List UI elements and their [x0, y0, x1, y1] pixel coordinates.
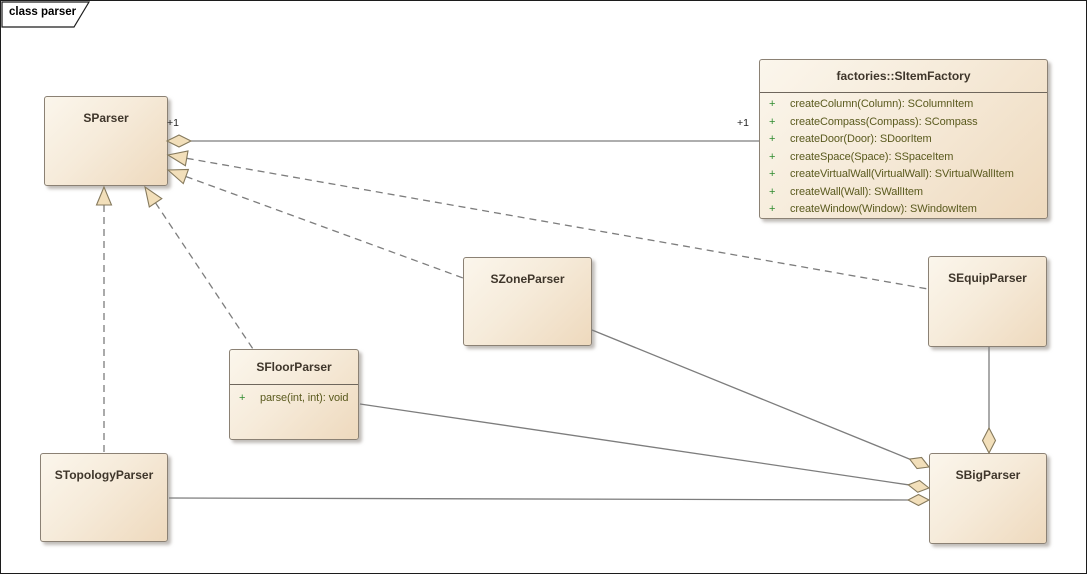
- class-title-sitemfactory: factories::SItemFactory: [836, 69, 971, 83]
- method-row[interactable]: + createCompass(Compass): SCompass: [760, 114, 1047, 132]
- method-row[interactable]: + createColumn(Column): SColumnItem: [760, 96, 1047, 114]
- multiplicity-label-target: +1: [737, 117, 749, 129]
- connector-aggregation-sbigparser-stopologyparser[interactable]: [168, 493, 931, 507]
- method-signature: createDoor(Door): SDoorItem: [790, 133, 932, 145]
- class-box-szoneparser[interactable]: SZoneParser: [463, 257, 592, 346]
- method-visibility: +: [769, 133, 776, 145]
- realization-triangle: [95, 185, 113, 206]
- realization-triangle: [144, 185, 163, 208]
- method-visibility: +: [769, 150, 776, 163]
- multiplicity-label-source: +1: [167, 117, 179, 129]
- aggregation-diamond: [908, 456, 931, 470]
- method-compartment: + createColumn(Column): SColumnItem + cr…: [760, 92, 1047, 219]
- connector-aggregation-sbigparser-sequipparser[interactable]: [981, 347, 997, 455]
- method-signature: createVirtualWall(VirtualWall): SVirtual…: [790, 168, 1014, 180]
- class-box-stopologyparser[interactable]: STopologyParser: [40, 453, 168, 542]
- aggregation-diamond: [981, 426, 997, 455]
- realization-triangle: [166, 168, 190, 185]
- diagram-tab-label: class parser: [9, 6, 77, 18]
- aggregation-diamond: [165, 134, 193, 148]
- realization-triangle: [166, 150, 189, 167]
- connector-realization-stopologyparser-sparser[interactable]: [95, 185, 113, 453]
- class-box-sitemfactory[interactable]: factories::SItemFactory + createColumn(C…: [759, 59, 1048, 219]
- class-title-sequipparser: SEquipParser: [948, 271, 1027, 285]
- class-box-sparser[interactable]: SParser: [44, 96, 168, 186]
- connector-realization-szoneparser-sparser[interactable]: [166, 168, 464, 279]
- method-visibility: +: [769, 203, 776, 215]
- connector-aggregation-sparser-sitemfactory[interactable]: [165, 134, 759, 148]
- aggregation-diamond: [907, 479, 931, 493]
- method-visibility: +: [769, 115, 776, 128]
- method-signature: createWall(Wall): SWallItem: [790, 185, 923, 198]
- connector-aggregation-sbigparser-szoneparser[interactable]: [591, 329, 931, 470]
- method-signature: createCompass(Compass): SCompass: [790, 115, 978, 128]
- method-row[interactable]: + createVirtualWall(VirtualWall): SVirtu…: [760, 166, 1047, 184]
- method-visibility: +: [769, 168, 776, 180]
- method-row[interactable]: + createWall(Wall): SWallItem: [760, 184, 1047, 202]
- method-signature: createColumn(Column): SColumnItem: [790, 98, 974, 110]
- method-row[interactable]: + parse(int, int): void: [230, 390, 358, 408]
- class-box-sequipparser[interactable]: SEquipParser: [928, 256, 1047, 347]
- class-box-sfloorparser[interactable]: SFloorParser + parse(int, int): void: [229, 349, 359, 440]
- method-visibility: +: [769, 98, 776, 110]
- class-title-szoneparser: SZoneParser: [490, 272, 565, 286]
- method-row[interactable]: + createWindow(Window): SWindowItem: [760, 201, 1047, 219]
- class-title-stopologyparser: STopologyParser: [54, 468, 154, 482]
- connector-realization-sfloorparser-sparser[interactable]: [144, 185, 254, 350]
- class-title-sbigparser: SBigParser: [955, 468, 1021, 482]
- connector-aggregation-sbigparser-sfloorparser[interactable]: [359, 403, 931, 493]
- method-row[interactable]: + createDoor(Door): SDoorItem: [760, 131, 1047, 149]
- method-compartment: + parse(int, int): void: [230, 384, 358, 408]
- method-signature: createSpace(Space): SSpaceItem: [790, 150, 954, 163]
- class-title-sparser: SParser: [83, 111, 129, 125]
- method-row[interactable]: + createSpace(Space): SSpaceItem: [760, 149, 1047, 167]
- class-box-sbigparser[interactable]: SBigParser: [929, 453, 1047, 544]
- method-signature: parse(int, int): void: [260, 392, 349, 404]
- method-visibility: +: [239, 392, 246, 404]
- class-title-sfloorparser: SFloorParser: [256, 360, 332, 374]
- method-visibility: +: [769, 185, 776, 198]
- aggregation-diamond: [906, 493, 931, 507]
- method-signature: createWindow(Window): SWindowItem: [790, 203, 977, 215]
